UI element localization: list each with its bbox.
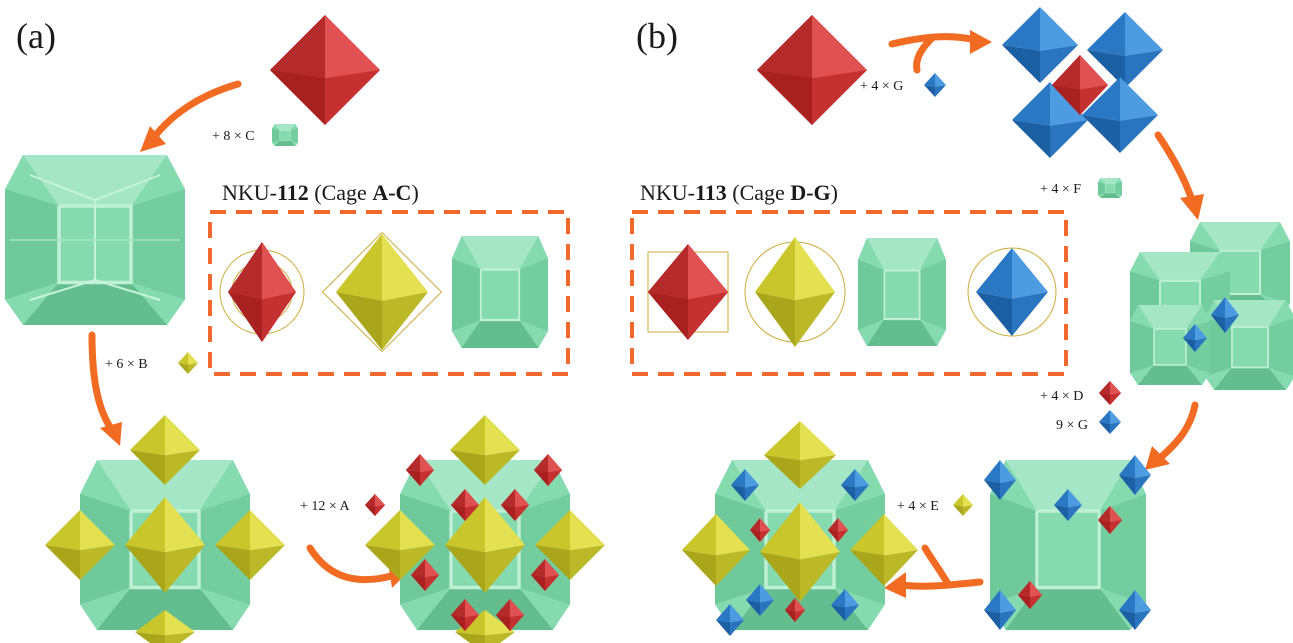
cage-d-red	[647, 244, 729, 340]
curved-arrow-icon	[148, 80, 242, 144]
step-b5-label: + 4 × E	[897, 499, 939, 514]
green-cage-c-icon	[271, 123, 299, 147]
blue-cage-g-icon	[924, 73, 946, 97]
arrow-head-icon	[100, 422, 122, 446]
blue-cage-g-icon	[1099, 410, 1121, 434]
step-b4-label: 9 × G	[1056, 418, 1088, 433]
curved-arrow-icon	[921, 544, 952, 588]
red-cage-a-icon	[365, 494, 385, 516]
cage-e-yellow	[744, 237, 846, 347]
panel-b-label: (b)	[636, 16, 678, 56]
red-blue-cluster	[1002, 7, 1163, 158]
step-a1-label: + 8 × C	[212, 129, 255, 144]
arrow-head-icon	[884, 572, 906, 598]
green-blue-red-structure	[984, 455, 1151, 632]
arrow-head-icon	[1145, 446, 1170, 470]
curved-arrow-icon	[88, 331, 116, 434]
cage-box-b	[630, 210, 1068, 376]
step-b3-label: + 4 × D	[1040, 389, 1083, 404]
cage-f-green	[856, 236, 948, 348]
step-b1-label: + 4 × G	[860, 79, 903, 94]
panel-a-label: (a)	[16, 16, 56, 56]
nku-113-final-structure	[682, 421, 918, 636]
red-octahedron-icon	[270, 15, 380, 125]
green-cube-structure	[3, 153, 187, 327]
cage-b-yellow	[321, 231, 443, 353]
cage-g-blue	[967, 247, 1057, 337]
cage-a-red	[219, 242, 305, 342]
arrow-head-icon	[140, 126, 166, 152]
framework-b-title: NKU-113 (Cage D-G)	[640, 180, 838, 205]
red-octahedron-icon	[757, 15, 867, 125]
step-a3-label: + 12 × A	[300, 499, 351, 514]
yellow-cage-e-icon	[953, 494, 973, 516]
red-cage-d-icon	[1099, 381, 1121, 405]
green-cage-f-icon	[1097, 177, 1123, 199]
framework-a-title: NKU-112 (Cage A-C)	[222, 180, 419, 205]
curved-arrow-icon	[306, 544, 399, 584]
curved-arrow-icon	[1154, 131, 1196, 204]
yellow-cage-b-icon	[178, 352, 198, 374]
step-b2-label: + 4 × F	[1040, 182, 1081, 197]
cage-c-green	[450, 234, 550, 350]
nku-112-final-structure	[365, 415, 605, 643]
curved-arrow-icon	[888, 33, 979, 48]
curved-arrow-icon	[898, 578, 984, 590]
arrow-head-icon	[1180, 194, 1204, 220]
green-yellow-structure	[45, 415, 285, 643]
green-blue-cluster	[1129, 221, 1293, 391]
curved-arrow-icon	[913, 34, 936, 74]
arrow-head-icon	[970, 30, 992, 54]
step-a2-label: + 6 × B	[105, 357, 148, 372]
curved-arrow-icon	[1156, 401, 1199, 462]
